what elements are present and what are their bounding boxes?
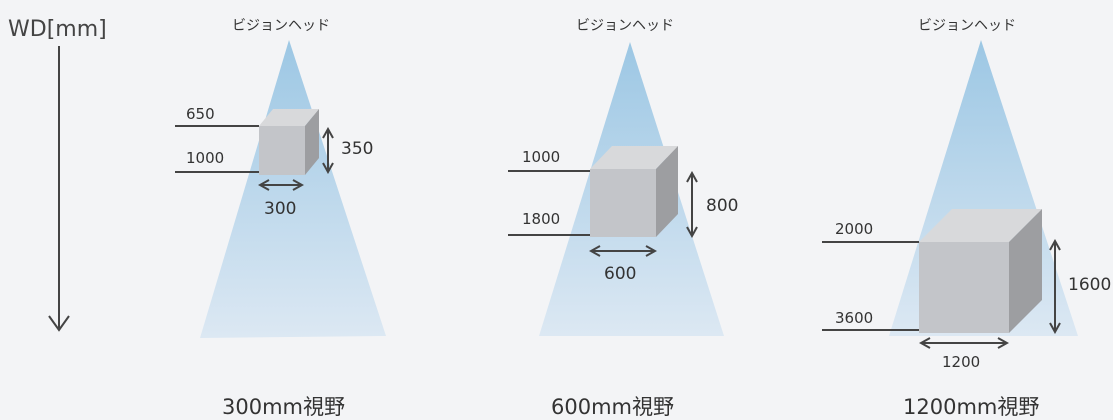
wd-axis-arrowhead bbox=[48, 315, 70, 332]
cube-front-face bbox=[590, 169, 656, 237]
measurement-cube bbox=[590, 146, 678, 237]
width-label: 300 bbox=[264, 199, 296, 219]
cube-front-face bbox=[259, 126, 305, 175]
panel-caption: 600mm視野 bbox=[551, 395, 674, 419]
measurement-cube bbox=[919, 209, 1042, 333]
wd-axis-label: WD[mm] bbox=[8, 17, 107, 42]
cube-side-face bbox=[656, 146, 678, 237]
panel-600mm: ビジョンヘッド 1000 1800 800 600 600mm視野 bbox=[508, 18, 738, 419]
measurement-cube bbox=[259, 109, 319, 175]
panel-caption: 1200mm視野 bbox=[903, 395, 1039, 419]
panel-1200mm: ビジョンヘッド 2000 3600 1600 1200 1200mm視野 bbox=[822, 18, 1111, 419]
wd-near-label: 1000 bbox=[522, 148, 560, 166]
panel-caption: 300mm視野 bbox=[222, 395, 345, 419]
depth-label: 1600 bbox=[1068, 275, 1111, 295]
cube-top-face bbox=[590, 146, 678, 169]
wd-near-label: 2000 bbox=[835, 220, 873, 238]
vision-head-label: ビジョンヘッド bbox=[232, 18, 330, 34]
depth-label: 800 bbox=[706, 196, 738, 216]
width-label: 1200 bbox=[942, 353, 980, 371]
cube-front-face bbox=[919, 242, 1009, 333]
cube-side-face bbox=[305, 109, 319, 175]
width-label: 600 bbox=[604, 264, 636, 284]
depth-label: 350 bbox=[341, 139, 373, 159]
wd-far-label: 1000 bbox=[186, 149, 224, 167]
wd-far-label: 1800 bbox=[522, 210, 560, 228]
cube-side-face bbox=[1009, 209, 1042, 333]
vision-head-label: ビジョンヘッド bbox=[576, 18, 674, 34]
wd-near-label: 650 bbox=[186, 105, 215, 123]
panel-300mm: ビジョンヘッド 650 1000 350 300 300mm視野 bbox=[175, 18, 386, 419]
vision-head-label: ビジョンヘッド bbox=[918, 18, 1016, 34]
wd-far-label: 3600 bbox=[835, 309, 873, 327]
field-of-view-cone bbox=[200, 40, 386, 338]
cube-top-face bbox=[259, 109, 319, 126]
cube-top-face bbox=[919, 209, 1042, 242]
